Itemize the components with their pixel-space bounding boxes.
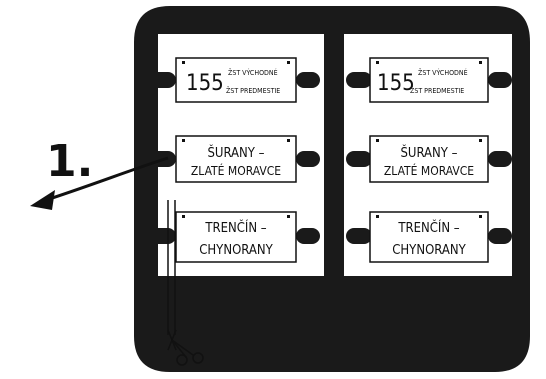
plate-4-line1: ŠURANY –: [400, 145, 457, 161]
scissors-icon: [167, 329, 204, 366]
plate-5-line2: CHYNORANY: [199, 243, 273, 258]
plate-6: TRENČÍN – CHYNORANY: [369, 211, 489, 263]
plate-1-line2: ŽST PREDMESTIE: [226, 86, 280, 95]
plate-4-line2: ZLATÉ MORAVCE: [384, 163, 474, 178]
plate-3-line2: ZLATÉ MORAVCE: [191, 163, 281, 178]
plate-2-line2: ŽST PREDMESTIE: [410, 86, 464, 95]
sprue-frame: [134, 6, 530, 372]
plate-2-number: 155: [377, 71, 415, 96]
cut-lines: [167, 200, 176, 335]
plate-2-line1: ŽST VÝCHODNÉ: [418, 68, 468, 77]
plate-2: 155 ŽST VÝCHODNÉ ŽST PREDMESTIE: [369, 57, 489, 103]
plate-3: ŠURANY – ZLATÉ MORAVCE: [175, 135, 297, 183]
plate-4: ŠURANY – ZLATÉ MORAVCE: [369, 135, 489, 183]
plate-1: 155 ŽST VÝCHODNÉ ŽST PREDMESTIE: [175, 57, 297, 103]
plate-1-number: 155: [186, 71, 224, 96]
plate-5-line1: TRENČÍN –: [204, 220, 266, 236]
plate-6-line1: TRENČÍN –: [397, 220, 459, 236]
sprue-gates: [150, 72, 512, 244]
plate-1-line1: ŽST VÝCHODNÉ: [228, 68, 278, 77]
plate-3-line1: ŠURANY –: [207, 145, 264, 161]
plate-5: TRENČÍN – CHYNORANY: [175, 211, 297, 263]
plate-6-line2: CHYNORANY: [392, 243, 466, 258]
step-label: 1.: [46, 136, 93, 187]
arrow-icon: [30, 156, 169, 210]
